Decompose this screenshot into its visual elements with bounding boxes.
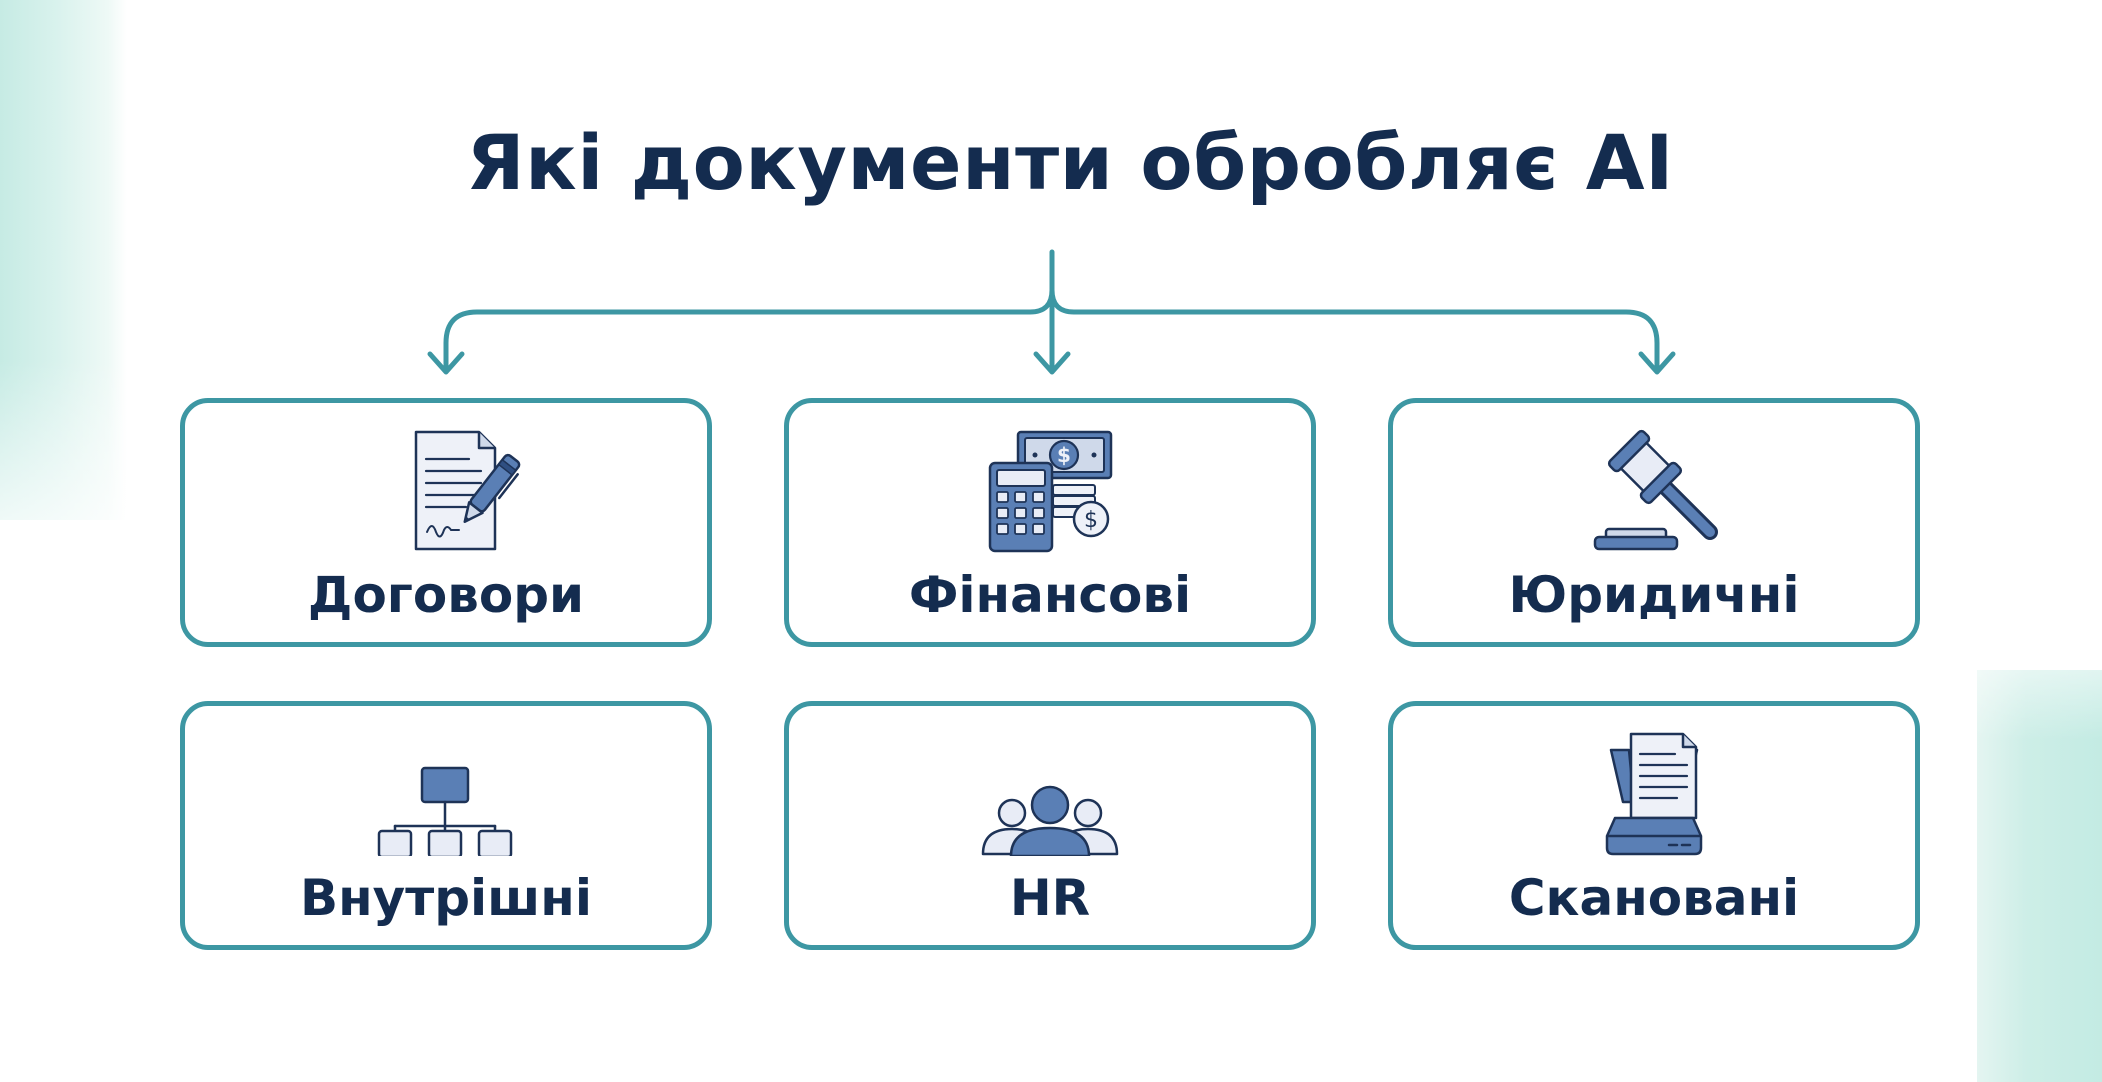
category-card-hr: HR bbox=[784, 701, 1316, 950]
category-label: HR bbox=[1009, 869, 1091, 927]
org-chart-icon bbox=[377, 766, 513, 856]
category-label: Договори bbox=[307, 566, 585, 624]
category-card-internal: Внутрішні bbox=[180, 701, 712, 950]
connector-branch-right bbox=[1049, 287, 1660, 373]
category-card-financial: $ $ Фінансові bbox=[784, 398, 1316, 647]
category-card-contracts: Договори bbox=[180, 398, 712, 647]
category-label: Юридичні bbox=[1508, 566, 1800, 624]
background-fade-left bbox=[0, 360, 127, 580]
category-card-scanned: Скановані bbox=[1388, 701, 1920, 950]
arrowhead-right bbox=[1638, 351, 1676, 375]
calculator-money-icon: $ $ bbox=[988, 430, 1113, 553]
people-group-icon bbox=[981, 785, 1119, 856]
svg-text:$: $ bbox=[1057, 443, 1071, 467]
category-card-legal: Юридичні bbox=[1388, 398, 1920, 647]
gavel-icon bbox=[1593, 429, 1718, 551]
arrowhead-center bbox=[1033, 351, 1071, 375]
arrowhead-left bbox=[427, 351, 465, 375]
svg-text:$: $ bbox=[1084, 508, 1098, 533]
title-text: Які документи обробляє AI bbox=[466, 118, 1674, 207]
connector-branch-left bbox=[443, 287, 1055, 373]
background-fade-right bbox=[1977, 600, 2102, 740]
contract-pen-icon bbox=[414, 430, 521, 551]
scanner-document-icon bbox=[1605, 732, 1703, 856]
category-label: Внутрішні bbox=[300, 869, 592, 927]
category-label: Фінансові bbox=[908, 566, 1192, 624]
category-label: Скановані bbox=[1508, 869, 1800, 927]
page-title: Які документи обробляє AI bbox=[0, 118, 2102, 207]
